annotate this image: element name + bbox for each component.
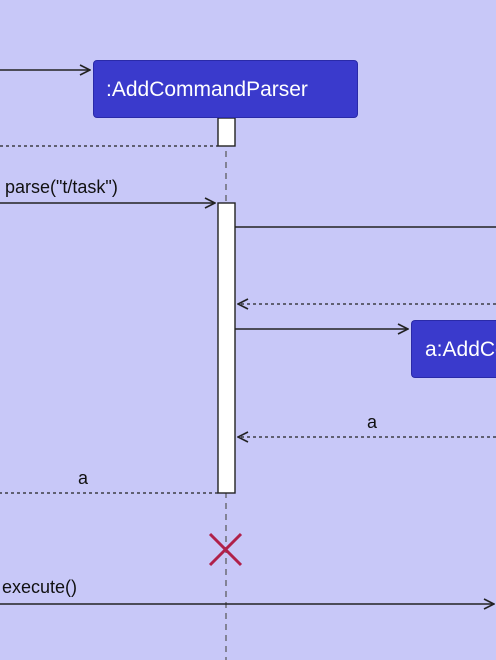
parser-constructor-activation xyxy=(217,117,236,147)
participant-add-command: a:AddCommand xyxy=(411,320,496,378)
execute-call-label: execute() xyxy=(2,577,78,597)
participant-add-command-label: a:AddCommand xyxy=(425,337,496,361)
destroy-mark xyxy=(208,532,243,567)
participant-add-command-parser-label: :AddCommandParser xyxy=(106,77,308,101)
participant-add-command-parser: :AddCommandParser xyxy=(93,60,358,118)
parse-call-label: parse("t/task") xyxy=(5,177,118,197)
parser-return-label: a xyxy=(78,468,89,488)
parser-parse-activation xyxy=(217,202,236,494)
command-return-label: a xyxy=(367,412,378,432)
